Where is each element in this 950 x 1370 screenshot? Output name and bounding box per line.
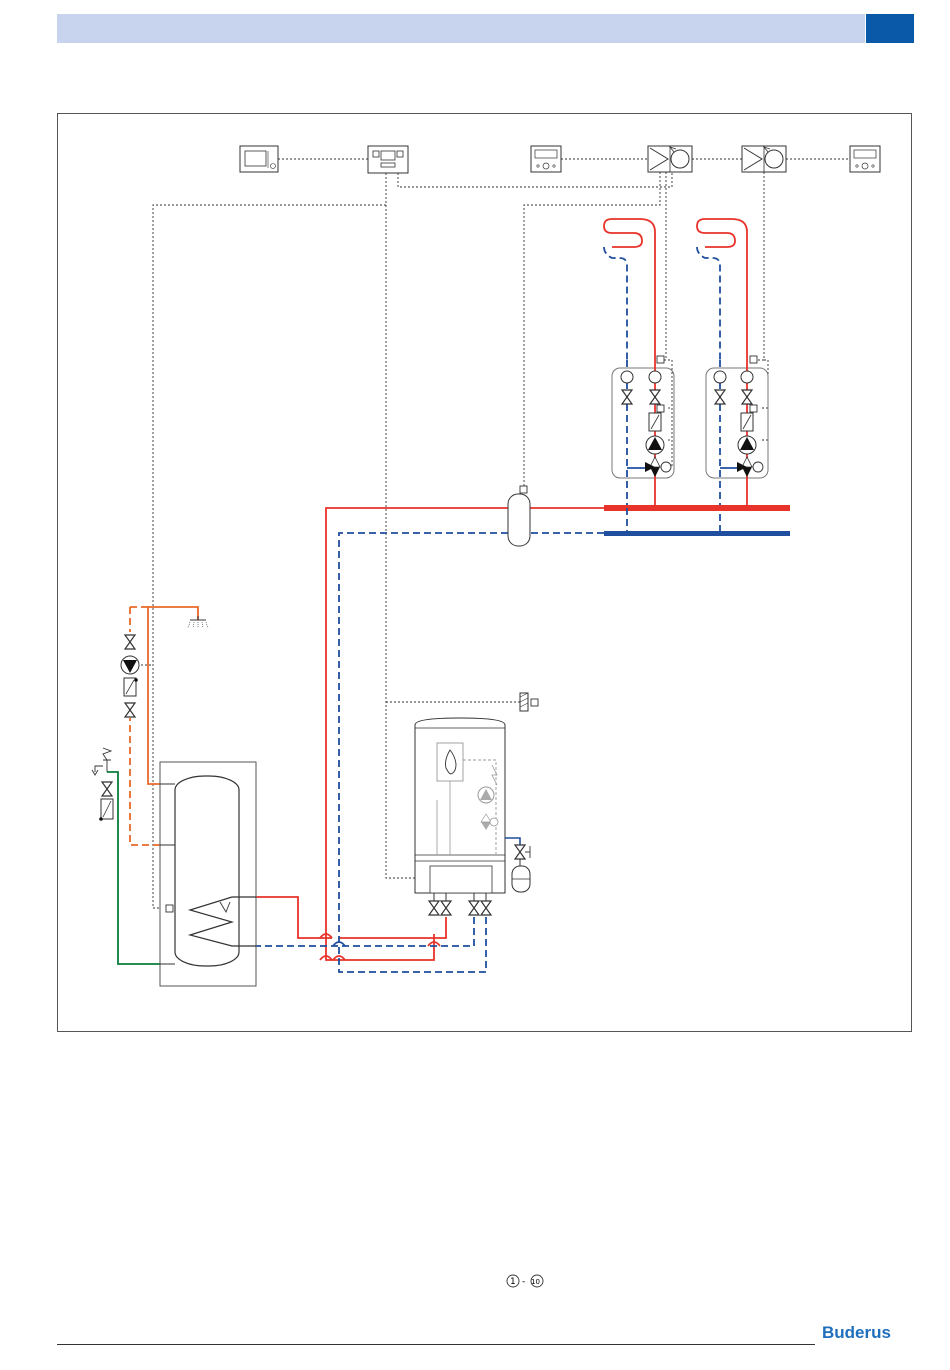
dhw-storage-tank xyxy=(160,762,256,986)
cold-water-inlet xyxy=(92,748,160,964)
mixer-module-1 xyxy=(648,146,692,172)
legend-end-number: 10 xyxy=(531,1278,540,1286)
brand-logo: Buderus xyxy=(822,1323,891,1343)
legend-start-number: 1 xyxy=(510,1277,516,1287)
expansion-vessel xyxy=(505,838,530,892)
room-controller xyxy=(240,146,278,172)
outdoor-sensor xyxy=(520,693,538,711)
boiler xyxy=(415,718,505,915)
mixer-module-2 xyxy=(742,146,786,172)
remote-control-1 xyxy=(531,146,561,172)
footer-rule xyxy=(57,1344,815,1345)
heating-circuit-2-loop xyxy=(697,219,747,360)
system-controller xyxy=(368,146,408,173)
hydraulic-separator xyxy=(508,486,530,546)
return-header xyxy=(604,531,790,536)
legend-range: 1 - 10 xyxy=(507,1275,543,1287)
remote-control-2 xyxy=(850,146,880,172)
heating-circuit-1-loop xyxy=(604,219,655,360)
pump-station-1 xyxy=(612,356,674,508)
supply-header xyxy=(604,505,790,511)
tap-icon xyxy=(188,616,208,628)
legend-separator: - xyxy=(522,1277,525,1287)
